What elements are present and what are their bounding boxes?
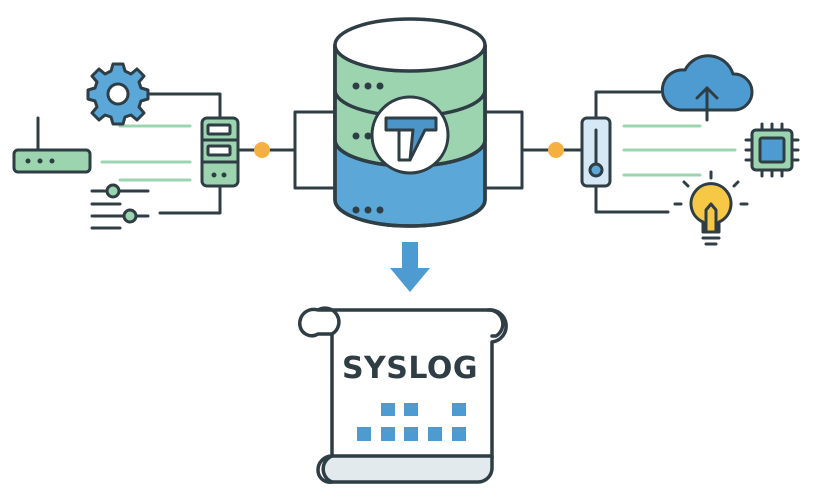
- line-db-to-hub: [484, 110, 552, 190]
- log-cell: [404, 427, 418, 441]
- left-hub-dot: [254, 142, 270, 158]
- left-connector-lines: [100, 92, 337, 215]
- gear-icon: [86, 62, 150, 126]
- router-icon: [12, 116, 92, 174]
- log-cell: [381, 403, 395, 416]
- log-cell: [357, 427, 371, 441]
- log-cell: [452, 427, 466, 441]
- microchip-icon: [744, 122, 800, 178]
- right-connector-lines: [484, 90, 737, 214]
- settings-sliders-icon: [90, 183, 150, 230]
- server-tower-icon: [200, 116, 240, 188]
- lightbulb-icon: [673, 170, 749, 246]
- log-cell: [428, 427, 442, 441]
- log-cell: [404, 403, 418, 416]
- line-hub-to-db: [266, 110, 337, 190]
- right-hub-dot: [548, 142, 564, 158]
- line-sliders-to-server: [158, 184, 222, 215]
- log-data-cells: [357, 403, 466, 441]
- thermometer-icon: [580, 116, 612, 188]
- syslog-scroll: [298, 306, 508, 484]
- cloud-upload-icon: [660, 54, 754, 122]
- line-thermo-to-cloud: [594, 90, 662, 122]
- line-thermo-to-bulb: [594, 184, 670, 214]
- line-gear-to-server: [148, 92, 222, 122]
- syslog-title: SYSLOG: [342, 351, 478, 386]
- log-cell: [452, 403, 466, 416]
- logo-badge-icon: [370, 95, 450, 175]
- down-arrow-icon: [390, 242, 430, 292]
- log-cell: [381, 427, 395, 441]
